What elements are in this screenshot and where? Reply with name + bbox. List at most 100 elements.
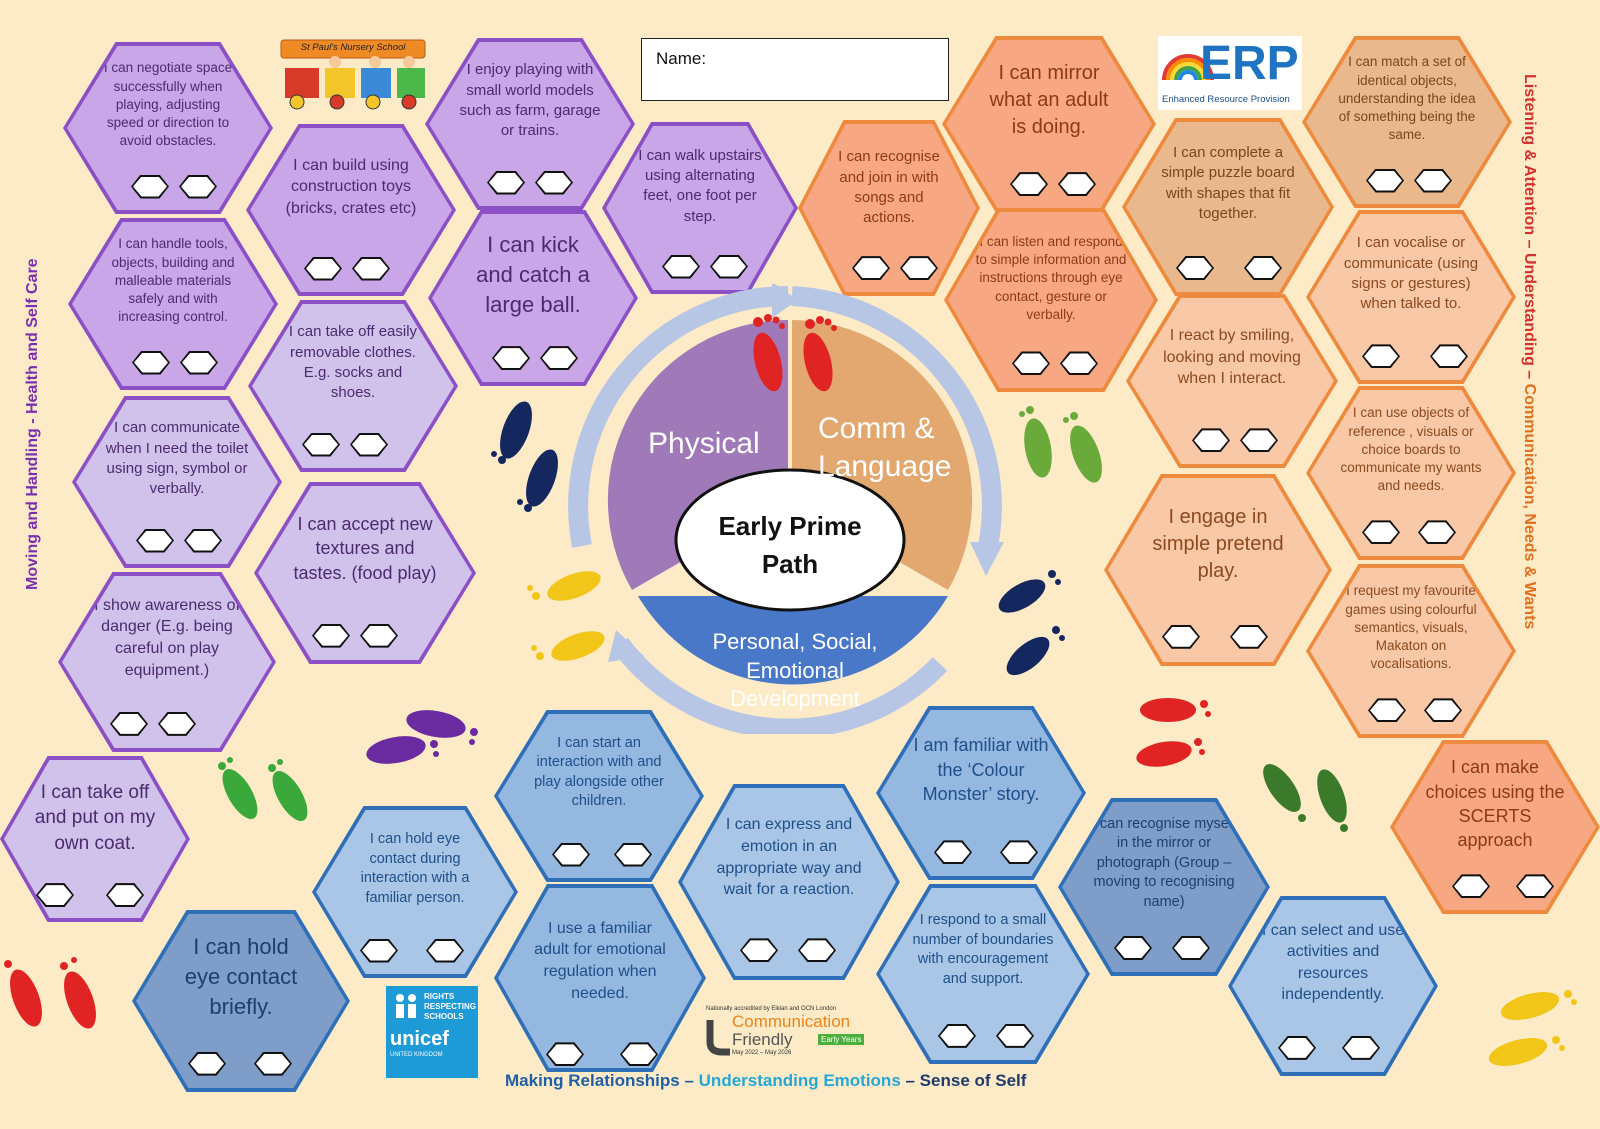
checkbox-hex[interactable] [360,623,398,648]
erp-subtext: Enhanced Resource Provision [1162,94,1290,105]
checkbox-hex[interactable] [1060,351,1098,376]
checkbox-hex[interactable] [106,883,144,908]
checkbox-hex[interactable] [360,938,398,963]
checkbox-hex[interactable] [852,256,890,281]
hex-scerts-choices: I can make choices using the SCERTS appr… [1390,740,1600,914]
checkbox-hex[interactable] [740,938,778,963]
checkbox-hex[interactable] [136,528,174,553]
checkbox-hex[interactable] [1414,168,1452,193]
checkbox-pair [740,938,836,963]
checkbox-hex[interactable] [180,350,218,375]
hex-text: I can negotiate space successfully when … [103,60,233,149]
checkbox-hex[interactable] [350,432,388,457]
hex-start-interaction: I can start an interaction with and play… [494,710,704,882]
checkbox-hex[interactable] [1452,874,1490,899]
checkbox-hex[interactable] [1424,698,1462,723]
checkbox-hex[interactable] [36,883,74,908]
checkbox-hex[interactable] [426,938,464,963]
checkbox-hex[interactable] [492,346,530,371]
nursery-name: St Paul's Nursery School [300,42,406,53]
checkbox-hex[interactable] [1176,255,1214,280]
checkbox-hex[interactable] [302,432,340,457]
checkbox-hex[interactable] [1366,168,1404,193]
checkbox-hex[interactable] [1000,840,1038,865]
name-field[interactable]: Name: [641,38,949,101]
communication-friendly-logo: Nationally accredited by Elklan and OCN … [706,1006,890,1062]
checkbox-hex[interactable] [1192,428,1230,453]
hex-communicate-toilet: I can communicate when I need the toilet… [72,396,282,568]
checkbox-hex[interactable] [1010,172,1048,197]
checkbox-hex[interactable] [1516,874,1554,899]
checkbox-hex[interactable] [934,840,972,865]
checkbox-hex[interactable] [184,528,222,553]
checkbox-hex[interactable] [1230,624,1268,649]
hex-puzzle-board: I can complete a simple puzzle board wit… [1122,118,1334,296]
hex-text: I can take off and put on my own coat. [34,781,156,854]
checkbox-hex[interactable] [1172,935,1210,960]
hex-negotiate-space: I can negotiate space successfully when … [63,42,273,214]
checkbox-hex[interactable] [352,256,390,281]
arrowhead-top [772,284,798,318]
checkbox-hex[interactable] [132,350,170,375]
checkbox-hex[interactable] [535,170,573,195]
checkbox-hex[interactable] [1342,1035,1380,1060]
checkbox-hex[interactable] [996,1023,1034,1048]
checkbox-hex[interactable] [710,254,748,279]
hex-construction-toys: I can build using construction toys (bri… [246,124,456,296]
segment-label-comm: Comm & Language [818,410,951,485]
checkbox-hex[interactable] [304,256,342,281]
hex-text: I can mirror what an adult is doing. [989,61,1109,138]
hex-text: I can recognise myself in the mirror or … [1091,815,1237,911]
checkbox-hex[interactable] [1430,344,1468,369]
hex-text: I can select and use activities and reso… [1261,921,1405,1004]
checkbox-pair [302,432,388,457]
checkbox-hex[interactable] [179,174,217,199]
checkbox-hex[interactable] [1418,520,1456,545]
checkbox-hex[interactable] [1058,172,1096,197]
cf-mark-icon [706,1020,730,1056]
checkbox-hex[interactable] [1278,1035,1316,1060]
hex-text: I can recognise and join in with songs a… [838,148,940,227]
checkbox-hex[interactable] [1162,624,1200,649]
hex-text: I can hold eye contact briefly. [184,934,298,1019]
cycle-arrow-right [791,286,1002,548]
checkbox-hex[interactable] [188,1051,226,1076]
checkbox-hex[interactable] [1362,520,1400,545]
hex-walk-upstairs: I can walk upstairs using alternating fe… [602,122,798,294]
checkbox-hex[interactable] [1244,255,1282,280]
checkbox-pair [492,346,578,371]
hex-text: I can express and emotion in an appropri… [716,816,862,899]
checkbox-hex[interactable] [487,170,525,195]
checkbox-hex[interactable] [552,842,590,867]
side-left-moving: Moving and Handling - [24,414,41,590]
checkbox-hex[interactable] [1362,344,1400,369]
side-right-listening: Listening & Attention – [1521,74,1538,253]
checkbox-hex[interactable] [1368,698,1406,723]
checkbox-hex[interactable] [1114,935,1152,960]
hex-text: I can make choices using the SCERTS appr… [1425,757,1565,851]
hex-mirror-adult: I can mirror what an adult is doing. [942,36,1156,212]
checkbox-hex[interactable] [900,256,938,281]
checkbox-hex[interactable] [131,174,169,199]
checkbox-pair [132,350,218,375]
footprints-green-icon [1019,406,1102,483]
cycle-arrow-bottom [611,638,948,734]
checkbox-hex[interactable] [254,1051,292,1076]
checkbox-hex[interactable] [662,254,700,279]
checkbox-pair [131,174,217,199]
checkbox-hex[interactable] [614,842,652,867]
rrs-line2: RESPECTING [424,1002,477,1011]
hex-own-coat: I can take off and put on my own coat. [0,756,190,922]
checkbox-pair [110,711,196,736]
checkbox-hex[interactable] [312,623,350,648]
checkbox-pair [1010,172,1096,197]
checkbox-hex[interactable] [546,1042,584,1067]
checkbox-hex[interactable] [110,711,148,736]
checkbox-hex[interactable] [158,711,196,736]
hex-hold-eye-contact: I can hold eye contact briefly. [132,910,350,1092]
checkbox-hex[interactable] [1240,428,1278,453]
bottom-understanding-emotions: Understanding Emotions [698,1071,901,1090]
checkbox-hex[interactable] [620,1042,658,1067]
checkbox-hex[interactable] [798,938,836,963]
checkbox-hex[interactable] [938,1023,976,1048]
